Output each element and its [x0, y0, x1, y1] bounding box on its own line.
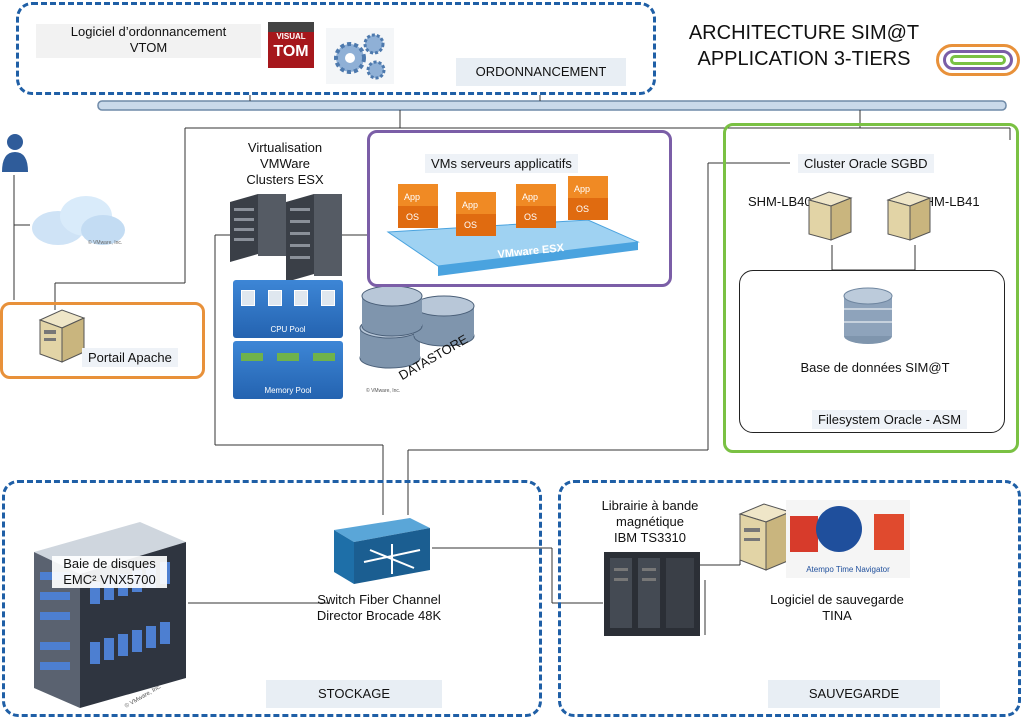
- disk-array-label: Baie de disques EMC² VNX5700: [52, 556, 167, 588]
- svg-text:App: App: [404, 192, 420, 202]
- backup-section-label: SAUVEGARDE: [768, 680, 940, 708]
- gears-icon: [326, 28, 394, 84]
- esx-rack-servers-icon: [230, 194, 342, 282]
- database-icon: [843, 287, 893, 344]
- disk-array-icon: © VMware, Inc.: [34, 522, 186, 710]
- user-icon: [2, 134, 28, 172]
- storage-section-label: STOCKAGE: [266, 680, 442, 708]
- cloud-icon: © VMware, Inc.: [32, 196, 125, 246]
- memory-pool: Memory Pool: [233, 341, 343, 399]
- tina-logo: Atempo Time Navigator: [786, 500, 910, 578]
- cpu-pool-label: CPU Pool: [270, 325, 306, 334]
- vmware-esx-platform-icon: VMware ESX App OS App OS App OS App OS: [386, 176, 640, 276]
- memory-pool-label: Memory Pool: [264, 386, 312, 395]
- web-portal-zone: [0, 302, 205, 379]
- scheduling-section-label: ORDONNANCEMENT: [456, 58, 626, 86]
- svg-text:© VMware, Inc.: © VMware, Inc.: [88, 239, 122, 246]
- storage-zone: [2, 480, 542, 717]
- legend-rings-icon: [936, 44, 1020, 76]
- backup-software-label: Logiciel de sauvegarde TINA: [770, 592, 904, 623]
- oracle-cluster-zone: [723, 123, 1019, 453]
- database-label: Base de données SIM@T: [800, 360, 950, 375]
- app-vms-label: VMs serveurs applicatifs: [425, 154, 578, 173]
- fiber-channel-switch-icon: [334, 518, 430, 584]
- page-title: ARCHITECTURE SIM@T APPLICATION 3-TIERS: [664, 20, 944, 72]
- app-servers-zone: [367, 130, 672, 287]
- svg-text:OS: OS: [576, 204, 589, 214]
- title-line-2: APPLICATION 3-TIERS: [697, 48, 911, 70]
- oracle-database-zone: [739, 270, 1005, 433]
- title-line-1: ARCHITECTURE SIM@T: [688, 22, 920, 44]
- backup-zone: [558, 480, 1021, 717]
- scheduling-zone: [16, 2, 656, 95]
- switch-label: Switch Fiber Channel Director Brocade 48…: [316, 592, 442, 623]
- scheduler-software-label: Logiciel d’ordonnancement VTOM: [36, 24, 261, 58]
- server-tower-icon: [38, 309, 86, 363]
- oracle-node-1-server-icon: [807, 191, 853, 241]
- svg-text:© VMware, Inc.: © VMware, Inc.: [366, 387, 400, 394]
- svg-text:App: App: [462, 200, 478, 210]
- cpu-pool: CPU Pool: [233, 280, 343, 338]
- oracle-node-2-label: SHM-LB41: [916, 194, 980, 209]
- tape-library-label: Librairie à bande magnétique IBM TS3310: [590, 498, 710, 546]
- datastore-icon: © VMware, Inc.: [359, 285, 475, 394]
- svg-text:App: App: [574, 184, 590, 194]
- svg-text:OS: OS: [464, 220, 477, 230]
- visual-tom-logo: VISUAL TOM: [268, 22, 314, 68]
- virtualization-label: Virtualisation VMWare Clusters ESX: [246, 140, 324, 187]
- tina-brand-label: Atempo Time Navigator: [806, 565, 890, 574]
- backup-server-icon: [738, 503, 792, 571]
- oracle-cluster-label: Cluster Oracle SGBD: [798, 154, 934, 173]
- svg-text:OS: OS: [406, 212, 419, 222]
- svg-text:App: App: [522, 192, 538, 202]
- oracle-node-1-label: SHM-LB40: [748, 194, 812, 209]
- oracle-node-2-server-icon: [886, 191, 932, 241]
- web-portal-label: Portail Apache: [82, 348, 178, 367]
- svg-text:OS: OS: [524, 212, 537, 222]
- tape-library-icon: [604, 552, 700, 636]
- filesystem-label: Filesystem Oracle - ASM: [812, 410, 968, 429]
